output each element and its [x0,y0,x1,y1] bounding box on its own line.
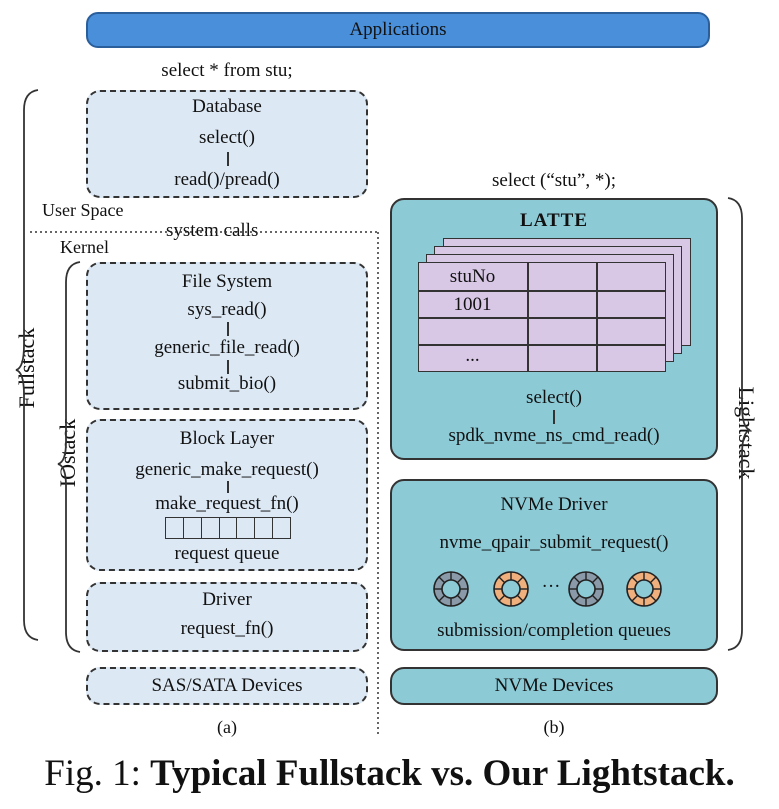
database-box [86,90,368,198]
kernel-label: Kernel [60,237,109,257]
block-layer-box [86,419,368,571]
sys-read-fn: sys_read() [187,299,267,320]
request-queue-label: request queue [174,543,280,564]
bl-connector [227,481,229,493]
table-cell-1001: 1001 [453,294,492,315]
submit-bio-fn: submit_bio() [177,373,277,394]
fullstack-label: Fullstack [14,327,39,409]
system-calls-label: system calls [166,220,259,241]
left-query: select * from stu; [161,60,293,81]
right-query: select (“stu”, *); [492,170,616,191]
queue-slot [220,518,238,538]
table-row-line [418,290,666,292]
nvme-devices-box [390,667,718,705]
file-system-box [86,262,368,410]
spdk-read-fn: spdk_nvme_ns_cmd_read() [448,425,660,446]
figure-caption-prefix: Fig. 1: [44,753,151,794]
nvme-driver-box [390,479,718,651]
request-queue [165,517,291,539]
driver-box [86,582,368,652]
applications-label: Applications [349,19,447,40]
queue-slot [184,518,202,538]
database-connector [227,152,229,166]
nvme-devices-label: NVMe Devices [494,675,614,696]
make-request-fn: make_request_fn() [155,493,299,514]
block-layer-title: Block Layer [179,428,275,449]
queue-ellipsis: ··· [541,576,561,597]
iostack-label: IOstack [55,418,80,488]
database-title: Database [192,96,262,117]
sas-sata-devices-box [86,667,368,705]
table-header-stuno: stuNo [449,266,496,287]
caption-a: (a) [217,717,237,737]
nvme-driver-title: NVMe Driver [500,494,608,515]
latte-title: LATTE [390,210,718,232]
user-space-label: User Space [42,200,124,220]
sas-sata-devices-label: SAS/SATA Devices [151,675,303,696]
latte-title-text: LATTE [519,210,588,231]
request-fn: request_fn() [180,618,274,639]
queue-slot [166,518,184,538]
generic-make-request-fn: generic_make_request() [135,459,319,480]
latte-connector [553,410,555,424]
applications-bar: Applications [86,12,710,48]
table-row-line [418,344,666,346]
nvme-submit-fn: nvme_qpair_submit_request() [439,532,669,553]
table-cell-dots: ... [465,345,480,366]
database-select-fn: select() [199,127,255,148]
table-row-line [418,317,666,319]
queue-slot [237,518,256,538]
generic-file-read-fn: generic_file_read() [154,337,300,358]
file-system-title: File System [181,271,273,292]
database-read-fn: read()/pread() [174,169,280,190]
fs-connector-2 [227,360,229,374]
figure-caption-title: Typical Fullstack vs. Our Lightstack. [150,753,735,794]
lightstack-label: Lightstack [734,386,759,480]
queues-label: submission/completion queues [437,620,671,641]
caption-b: (b) [543,717,565,737]
queue-slot [273,518,290,538]
queue-slot [202,518,220,538]
figure-caption: Fig. 1: Typical Fullstack vs. Our Lights… [0,752,779,795]
queue-slot [255,518,274,538]
fs-connector-1 [227,322,229,336]
latte-select-fn: select() [526,387,582,408]
driver-title: Driver [202,589,252,610]
